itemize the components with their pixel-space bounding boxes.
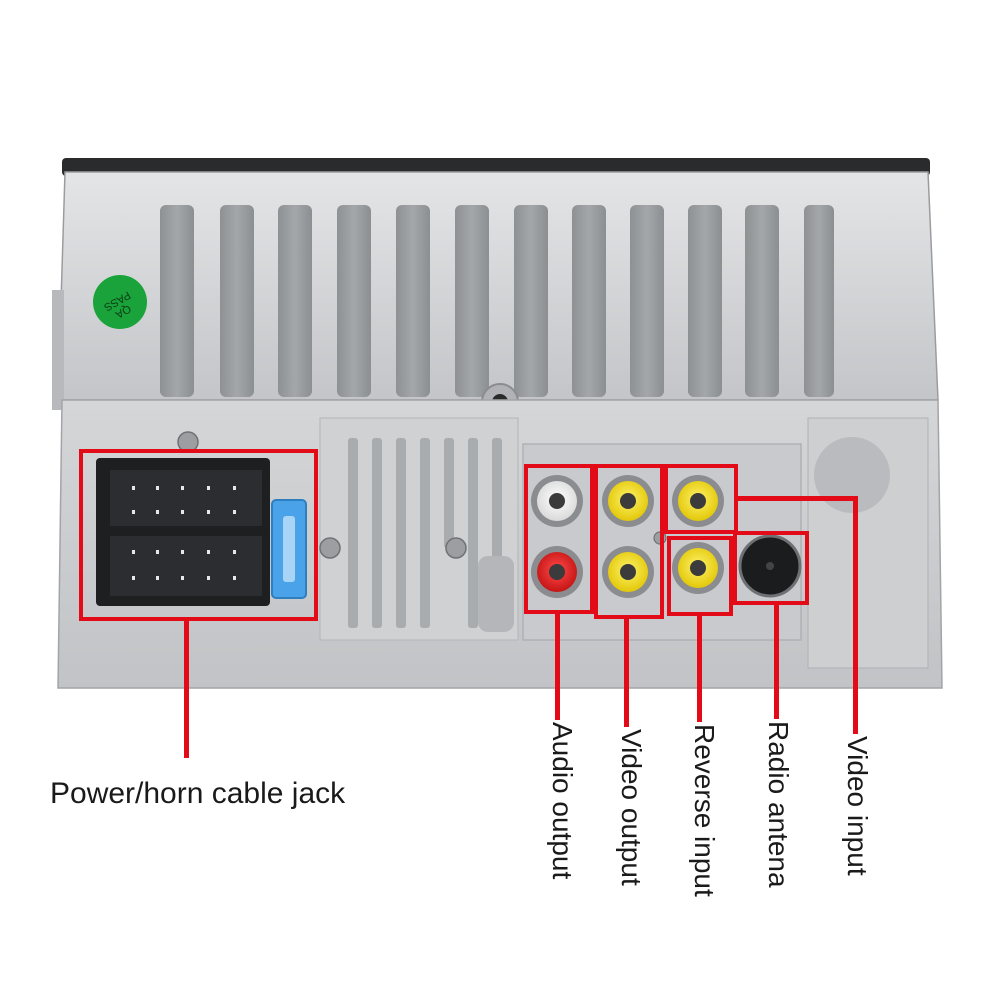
- callout-box-video-out: [594, 464, 664, 619]
- leader-line-antenna: [774, 603, 779, 719]
- leader-line-video-out: [624, 617, 629, 727]
- rca-jacks: [531, 475, 724, 598]
- power-connector: [96, 458, 307, 606]
- label-video-output: Video output: [616, 729, 647, 886]
- label-video-input: Video input: [842, 736, 873, 876]
- leader-line-video-in-h: [738, 496, 858, 501]
- leader-line-video-in-v: [853, 496, 858, 734]
- callout-box-video-in: [664, 464, 738, 534]
- callout-box-antenna: [733, 531, 809, 605]
- label-radio-antena: Radio antena: [763, 721, 794, 888]
- leader-line-audio: [555, 612, 560, 720]
- leader-line-reverse: [697, 614, 702, 722]
- heatsink-slots: [160, 205, 834, 397]
- callout-box-reverse: [667, 536, 733, 616]
- callout-box-audio: [524, 464, 594, 614]
- label-audio-output: Audio output: [547, 722, 578, 880]
- label-reverse-input: Reverse input: [689, 724, 720, 897]
- leader-line-power: [184, 619, 189, 758]
- qa-pass-badge: [93, 275, 147, 329]
- label-power-horn-cable-jack: Power/horn cable jack: [50, 777, 346, 810]
- callout-box-power: [79, 449, 318, 621]
